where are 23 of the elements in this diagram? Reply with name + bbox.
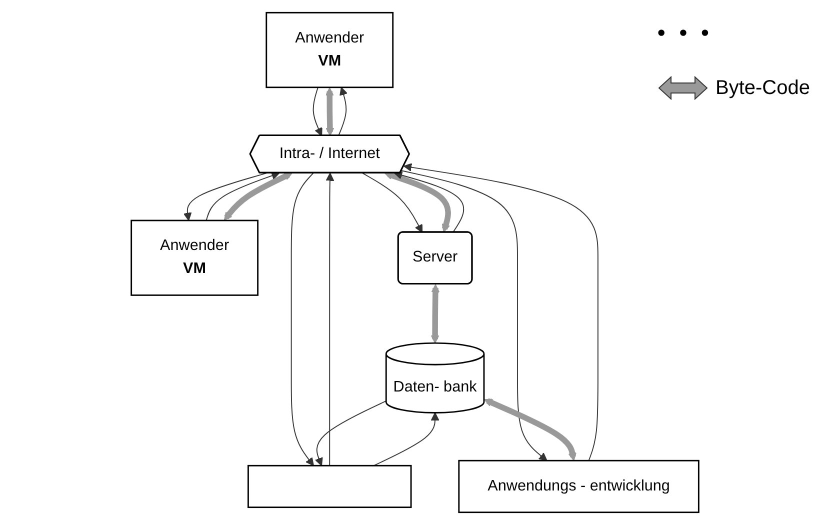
arrow	[206, 172, 280, 221]
arrow	[312, 86, 322, 136]
arrow	[430, 284, 440, 344]
arrow	[401, 170, 548, 461]
arrow	[403, 163, 598, 462]
arrow	[362, 172, 423, 233]
arrow	[290, 172, 314, 466]
arrow	[394, 171, 464, 233]
arrow	[326, 172, 334, 466]
arrow	[484, 398, 577, 461]
node-box: Anwender VM	[266, 12, 394, 88]
node-box: Anwendungs - entwicklung	[458, 460, 700, 514]
ellipsis-dots: • • •	[658, 20, 713, 46]
arrow	[224, 172, 292, 221]
node-box: Anwender VM	[130, 220, 258, 296]
node-bar	[248, 464, 412, 508]
arrow	[338, 86, 348, 136]
arrow	[325, 87, 334, 136]
arrow	[183, 172, 268, 221]
legend-text: Byte-Code	[716, 76, 810, 100]
arrow	[373, 412, 440, 466]
arrow	[384, 172, 451, 232]
arrow	[314, 400, 387, 466]
